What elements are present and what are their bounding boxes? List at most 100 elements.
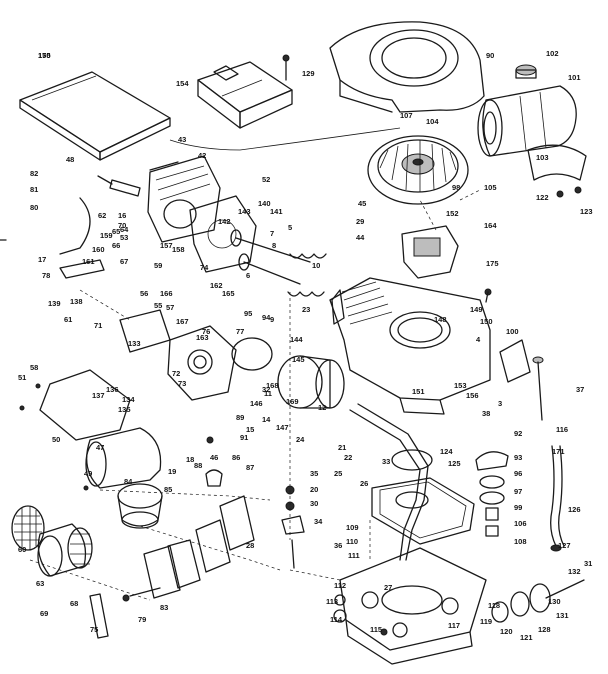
part-number-label: 60 — [18, 545, 26, 554]
part-number-label: 29 — [356, 217, 364, 226]
part-number-label: 104 — [426, 117, 439, 126]
part-number-label: 5 — [288, 223, 292, 232]
part-number-label: 80 — [30, 203, 38, 212]
screen-part — [11, 505, 45, 551]
air-filter-part — [231, 337, 345, 409]
part-number-label: 3 — [498, 399, 502, 408]
part-number-label: 112 — [334, 581, 346, 590]
fill-tube-part — [550, 445, 565, 552]
part-number-label: 102 — [546, 49, 559, 58]
part-number-label: 82 — [30, 169, 38, 178]
part-number-label: 91 — [240, 433, 248, 442]
part-number-label: 128 — [538, 625, 551, 634]
part-number-label: 143 — [238, 207, 251, 216]
part-number-label: 144 — [290, 335, 303, 344]
part-number-label: 108 — [514, 537, 527, 546]
part-number-label: 169 — [286, 397, 299, 406]
part-number-label: 6 — [246, 271, 250, 280]
part-number-label: 134 — [122, 395, 135, 404]
part-number-label: 149 — [470, 305, 483, 314]
part-number-label: 56 — [140, 289, 148, 298]
part-number-label: 14 — [262, 415, 271, 424]
blower-housing-part — [329, 21, 485, 113]
part-number-label: 27 — [384, 583, 392, 592]
part-number-label: 71 — [94, 321, 102, 330]
part-number-label: 159 — [100, 231, 113, 240]
part-number-label: 105 — [484, 183, 497, 192]
part-number-label: 23 — [302, 305, 310, 314]
part-number-label: 123 — [580, 207, 593, 216]
owners-manual-part — [19, 71, 171, 161]
part-number-label: 31 — [584, 559, 592, 568]
cylinder-head-part — [147, 155, 221, 243]
part-number-label: 121 — [520, 633, 533, 642]
part-number-label: 127 — [558, 541, 571, 550]
part-number-label: 120 — [500, 627, 513, 636]
part-number-label: 49 — [84, 469, 92, 478]
part-number-label: 28 — [246, 541, 254, 550]
part-number-label: 95 — [244, 309, 252, 318]
part-number-label: 21 — [338, 443, 346, 452]
oil-cap-part — [475, 451, 509, 537]
part-number-label: 116 — [556, 425, 568, 434]
part-number-label: 113 — [326, 597, 338, 606]
part-number-label: 147 — [276, 423, 289, 432]
part-number-label: 83 — [160, 603, 168, 612]
spark-plug-part — [97, 175, 141, 197]
part-number-label: 87 — [246, 463, 254, 472]
part-number-label: 106 — [514, 519, 527, 528]
part-number-label: 7 — [270, 229, 274, 238]
gasket-small-part — [499, 339, 531, 383]
part-number-label: 131 — [556, 611, 569, 620]
muffler-part — [477, 85, 577, 157]
part-number-label: 103 — [536, 153, 549, 162]
muffler-shield-part — [527, 144, 587, 181]
cap-part — [515, 64, 537, 79]
stud-part — [89, 593, 109, 639]
part-number-label: 117 — [448, 621, 460, 630]
head-gasket-part — [189, 195, 257, 273]
part-number-label: 85 — [164, 485, 172, 494]
ignition-coil-part — [401, 225, 459, 279]
part-number-label: 19 — [168, 467, 176, 476]
part-number-label: 86 — [232, 453, 240, 462]
part-number-label: 38 — [482, 409, 490, 418]
part-number-label: 11 — [264, 389, 272, 398]
part-number-label: 67 — [120, 257, 128, 266]
part-number-label: 89 — [236, 413, 244, 422]
assembly-guide-lines — [29, 127, 481, 601]
part-number-label: 118 — [488, 601, 500, 610]
part-number-label: 77 — [236, 327, 244, 336]
part-number-label: 154 — [176, 79, 189, 88]
part-number-label: 42 — [198, 151, 206, 160]
part-number-label: 114 — [330, 615, 343, 624]
part-number-label: 68 — [70, 599, 78, 608]
starter-cup-part — [117, 483, 163, 529]
part-number-label: 101 — [568, 73, 581, 82]
flywheel-part — [367, 135, 469, 205]
part-number-label: 92 — [514, 429, 522, 438]
part-number-label: 12 — [318, 403, 326, 412]
part-number-label: 8 — [272, 241, 276, 250]
heat-shield-part — [39, 369, 131, 441]
part-number-label: 75 — [90, 625, 98, 634]
part-number-label: 58 — [30, 363, 38, 372]
part-number-label: 132 — [568, 567, 581, 576]
part-number-label: 129 — [302, 69, 315, 78]
part-number-label: 170 — [38, 51, 51, 60]
carburetor-part — [119, 309, 237, 401]
part-number-label: 151 — [412, 387, 425, 396]
part-number-label: 65 — [112, 227, 120, 236]
part-number-label: 99 — [514, 503, 522, 512]
part-number-label: 164 — [484, 221, 497, 230]
part-number-label: 79 — [138, 615, 146, 624]
part-number-label: 37 — [576, 385, 584, 394]
part-number-label: 72 — [172, 369, 180, 378]
part-number-label: 138 — [70, 297, 83, 306]
oil-sump-part — [339, 547, 487, 665]
part-number-label: 136 — [106, 385, 119, 394]
part-number-label: 66 — [112, 241, 120, 250]
part-number-label: 130 — [548, 597, 561, 606]
part-number-label: 24 — [296, 435, 305, 444]
part-number-label: 148 — [434, 315, 447, 324]
